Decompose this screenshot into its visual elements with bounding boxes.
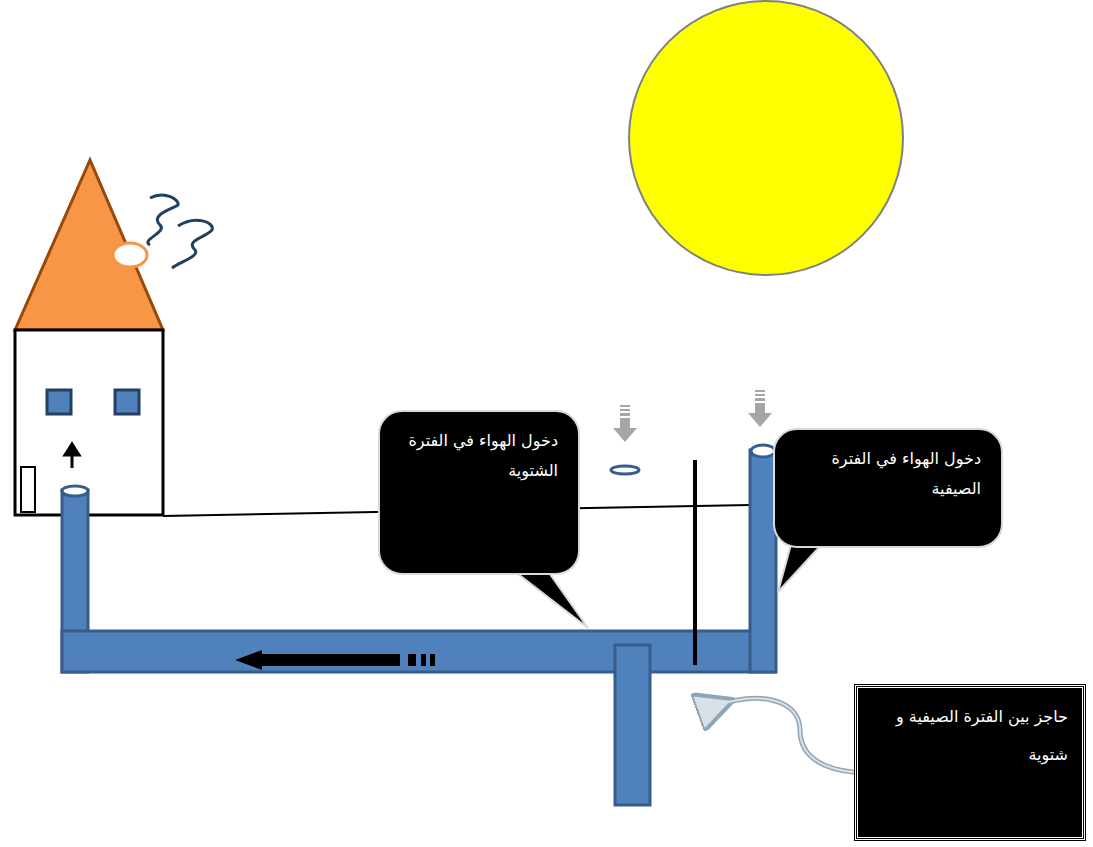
door (21, 467, 35, 512)
winter-callout: دخول الهواء في الفترة الشتوية (378, 410, 580, 575)
pipe-outlet (62, 486, 88, 496)
smoke (148, 195, 178, 245)
barrier-label: حاجز بين الفترة الصيفية و شتوية (855, 685, 1085, 840)
callout-text: دخول الهواء في الفترة الشتوية (400, 426, 558, 487)
winter-inlet (611, 466, 639, 474)
leader-arrow (716, 698, 878, 772)
callout-text: حاجز بين الفترة الصيفية و شتوية (872, 698, 1068, 775)
summer-inlet (751, 445, 775, 457)
window (47, 390, 71, 414)
chimney (113, 243, 147, 267)
sun (629, 1, 903, 275)
callout-text: دخول الهواء في الفترة الصيفية (795, 444, 981, 505)
smoke (172, 220, 212, 268)
barrier (693, 460, 697, 665)
house (15, 330, 163, 515)
flow-arrow (235, 650, 435, 670)
summer-callout: دخول الهواء في الفترة الصيفية (773, 428, 1003, 548)
air-arrow (65, 444, 79, 468)
leader-arrow (716, 698, 878, 772)
roof (15, 160, 163, 330)
window (115, 390, 139, 414)
air-in-arrow (613, 390, 772, 442)
